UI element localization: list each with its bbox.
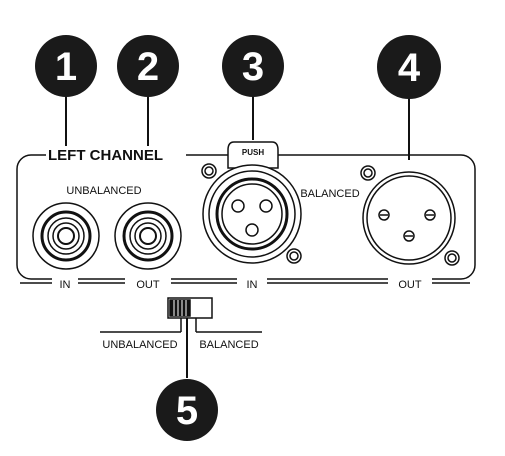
panel-title: LEFT CHANNEL: [48, 147, 163, 164]
label-in-2: IN: [247, 279, 258, 291]
callout-4-number: 4: [398, 46, 421, 90]
label-out-2: OUT: [398, 279, 422, 291]
push-latch[interactable]: [227, 141, 279, 169]
balanced-label: BALANCED: [300, 188, 359, 200]
mode-slide-switch[interactable]: [167, 297, 213, 319]
xlr-female-in[interactable]: [201, 141, 302, 264]
callout-5-number: 5: [176, 389, 198, 433]
callout-1-number: 1: [55, 45, 77, 89]
panel-title-gap: [46, 146, 186, 164]
callout-2: 2: [117, 35, 179, 97]
label-out-1: OUT: [136, 279, 160, 291]
callout-5: 5: [156, 379, 218, 441]
callout-2-number: 2: [137, 45, 159, 89]
callout-4: 4: [377, 35, 441, 99]
jack-unbalanced-out[interactable]: [114, 202, 182, 270]
switch-label-unbalanced: UNBALANCED: [102, 339, 177, 351]
xlr-male-out[interactable]: [360, 165, 460, 266]
callout-3-number: 3: [242, 45, 264, 89]
callout-1: 1: [35, 35, 97, 97]
switch-knob[interactable]: [169, 299, 191, 317]
label-in-1: IN: [60, 279, 71, 291]
callout-3: 3: [222, 35, 284, 97]
unbalanced-label: UNBALANCED: [66, 185, 141, 197]
push-label: PUSH: [242, 148, 264, 157]
switch-label-balanced: BALANCED: [199, 339, 258, 351]
jack-unbalanced-in[interactable]: [32, 202, 100, 270]
